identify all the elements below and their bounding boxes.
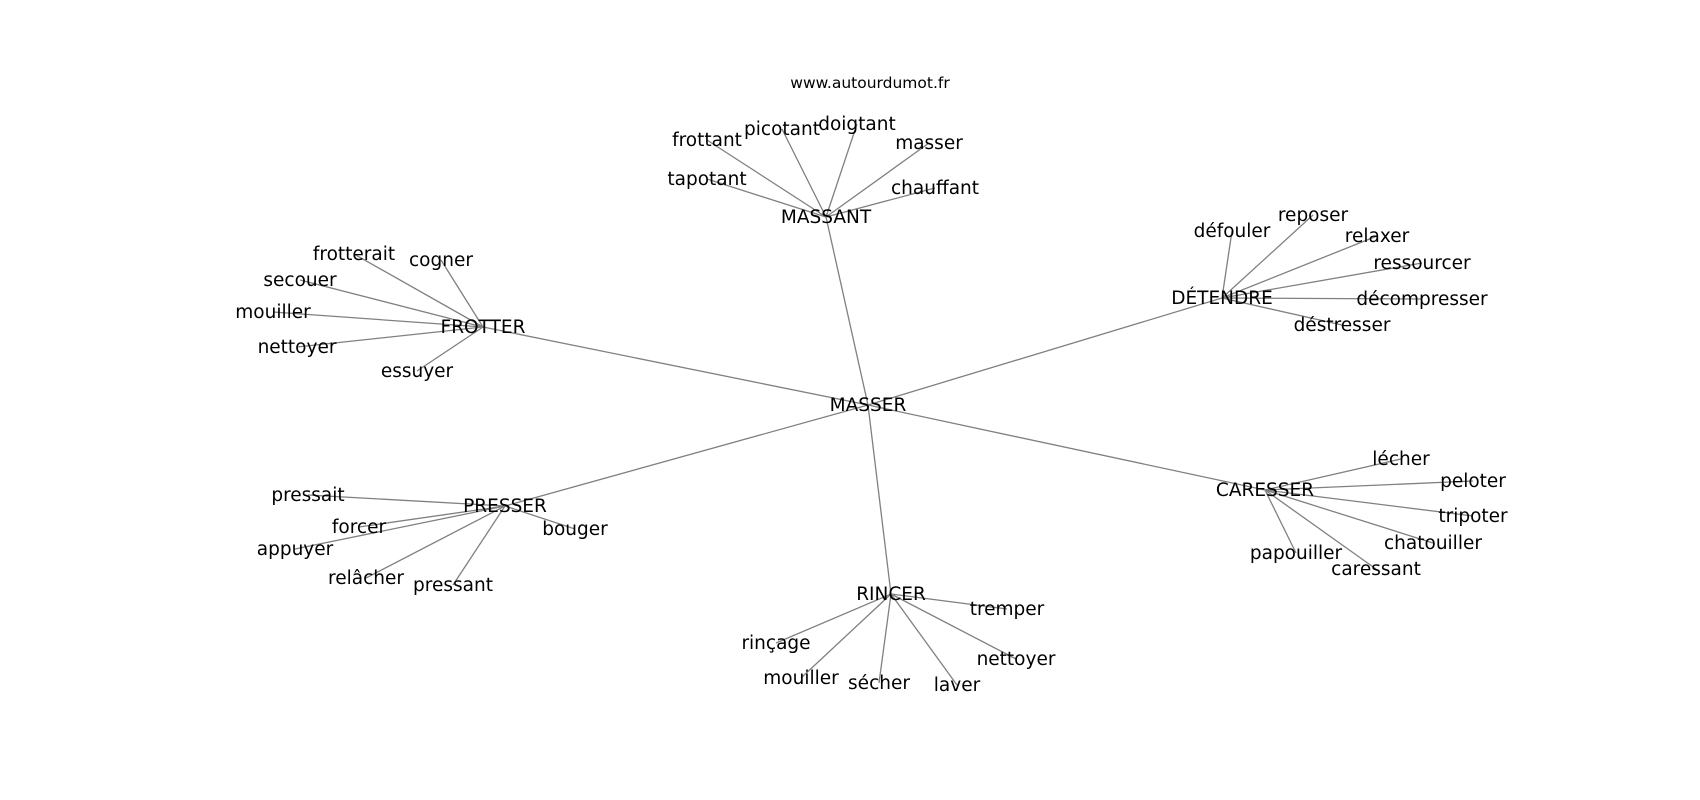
leaf-node-label: tapotant [667,169,746,190]
leaf-node-label: rinçage [741,633,810,654]
edge-center-hub [504,404,869,507]
edge-hub-leaf [1221,262,1423,299]
center-node-label: MASSER [830,395,907,416]
edge-hub-leaf [825,142,930,218]
edge-hub-leaf [504,505,576,530]
edge-hub-leaf [1221,235,1378,299]
leaf-node-label: mouiller [763,668,839,689]
leaf-node-label: tripoter [1438,506,1508,527]
edge-hub-leaf [1221,230,1233,299]
leaf-node-label: mouiller [235,302,311,323]
leaf-node-label: ressourcer [1373,253,1471,274]
leaf-node-label: essuyer [381,361,454,382]
leaf-node-label: chauffant [891,178,979,199]
leaf-node-label: pressait [271,485,344,506]
edge-hub-leaf [706,139,827,218]
leaf-node-label: appuyer [257,539,334,560]
hub-node-label: CARESSER [1216,480,1314,501]
edge-hub-leaf [452,505,506,586]
hub-node-label: RINCER [856,584,926,605]
edge-hub-leaf [890,593,958,686]
leaf-node-label: forcer [332,517,387,538]
leaf-node-label: frotterait [313,244,395,265]
leaf-node-label: caressant [1331,559,1421,580]
edge-hub-leaf [294,505,506,550]
edge-hub-leaf [416,326,484,372]
leaf-node-label: lécher [1372,449,1430,470]
edge-center-hub [867,297,1223,406]
leaf-node-label: doigtant [818,114,896,135]
edge-hub-leaf [1264,480,1474,491]
edge-hub-leaf [1264,489,1297,554]
leaf-node-label: déstresser [1294,315,1391,336]
leaf-node-label: sécher [848,673,910,694]
edge-hub-leaf [890,593,1017,660]
edge-hub-leaf [825,123,858,218]
edge-center-hub [482,326,869,406]
edge-hub-leaf [296,326,484,348]
edge-hub-leaf [1221,214,1314,299]
edge-hub-leaf [272,311,484,328]
leaf-node-label: secouer [263,270,337,291]
edge-center-hub [867,404,1266,491]
leaf-node-label: pressant [413,575,493,596]
hub-node-label: MASSANT [781,207,872,228]
edge-hub-leaf [1264,489,1474,517]
leaf-node-label: nettoyer [258,337,337,358]
hub-node-label: PRESSER [463,496,547,517]
edge-hub-leaf [1264,489,1434,544]
leaf-node-label: défouler [1194,221,1271,242]
leaf-node-label: papouiller [1250,543,1343,564]
edge-center-hub [867,404,892,595]
source-label: www.autourdumot.fr [790,74,950,92]
leaf-node-label: laver [934,675,981,696]
edge-hub-leaf [781,128,827,218]
edge-hub-leaf [878,593,892,684]
leaf-node-label: picotant [744,119,820,140]
edge-hub-leaf [307,494,506,507]
leaf-node-label: chatouiller [1384,533,1482,554]
leaf-node-label: relâcher [328,568,404,589]
leaf-node-label: reposer [1278,205,1349,226]
hub-node-label: FROTTER [441,317,526,338]
edge-center-hub [825,216,869,406]
leaf-node-label: peloter [1440,471,1506,492]
edge-hub-leaf [775,593,892,644]
leaf-node-label: frottant [672,130,742,151]
leaf-node-label: relaxer [1345,226,1410,247]
hub-node-label: DÉTENDRE [1171,287,1273,309]
leaf-node-label: tremper [970,599,1045,620]
edge-hub-leaf [800,593,892,679]
leaf-node-label: cogner [409,250,473,271]
leaf-node-label: masser [895,133,963,154]
edge-hub-leaf [890,593,1008,610]
edge-hub-leaf [365,505,506,579]
leaf-node-label: nettoyer [977,649,1056,670]
edge-hub-leaf [440,259,484,328]
edge-hub-leaf [358,505,506,528]
edge-hub-leaf [299,279,484,328]
edge-hub-leaf [1221,297,1423,300]
edge-hub-leaf [1264,489,1377,570]
leaf-node-label: décompresser [1356,289,1488,310]
edge-hub-leaf [706,178,827,218]
edge-hub-leaf [1264,458,1402,491]
graph-edges [272,123,1474,686]
leaf-node-label: bouger [542,519,608,540]
edge-hub-leaf [825,187,936,218]
edge-hub-leaf [1221,297,1343,326]
edge-hub-leaf [353,253,484,328]
graph-labels: MASSER MASSANT frottantpicotantdoigtantmas… [235,114,1508,696]
